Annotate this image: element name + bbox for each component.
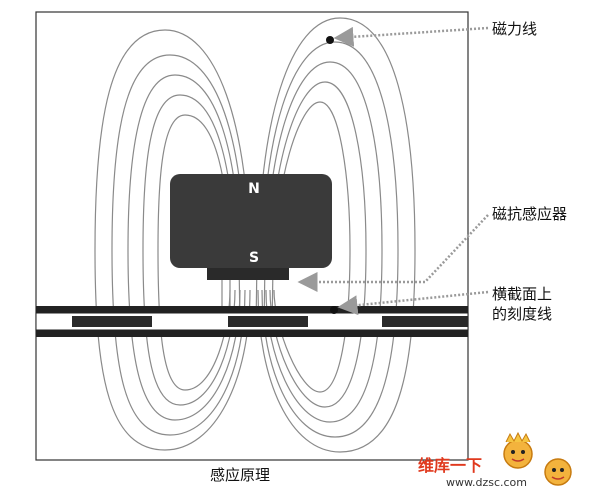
south-pole-label: S (249, 250, 259, 266)
watermark-logo: 维库一下 www.dzsc.com (418, 432, 598, 502)
label-magnetic-field-lines: 磁力线 (492, 20, 538, 38)
north-pole-label: N (248, 181, 260, 197)
scale-segment (228, 316, 308, 327)
label-scale-line-2: 的刻度线 (492, 305, 553, 323)
watermark-text: 维库一下 (418, 456, 483, 475)
scale-segment (72, 316, 152, 327)
scale-strip (35, 306, 469, 337)
scale-line-dot (330, 306, 338, 314)
diagram-caption: 感应原理 (210, 466, 271, 484)
label-sensor: 磁抗感应器 (492, 205, 568, 223)
magnet-base (207, 268, 289, 280)
watermark-url: www.dzsc.com (446, 476, 528, 489)
magnet-body (170, 174, 332, 268)
label-scale-line-1: 横截面上 (492, 285, 553, 303)
mascot-icon (503, 432, 572, 486)
field-line-dot (326, 36, 334, 44)
annotation-arrows (297, 26, 489, 316)
scale-segment (382, 316, 468, 327)
